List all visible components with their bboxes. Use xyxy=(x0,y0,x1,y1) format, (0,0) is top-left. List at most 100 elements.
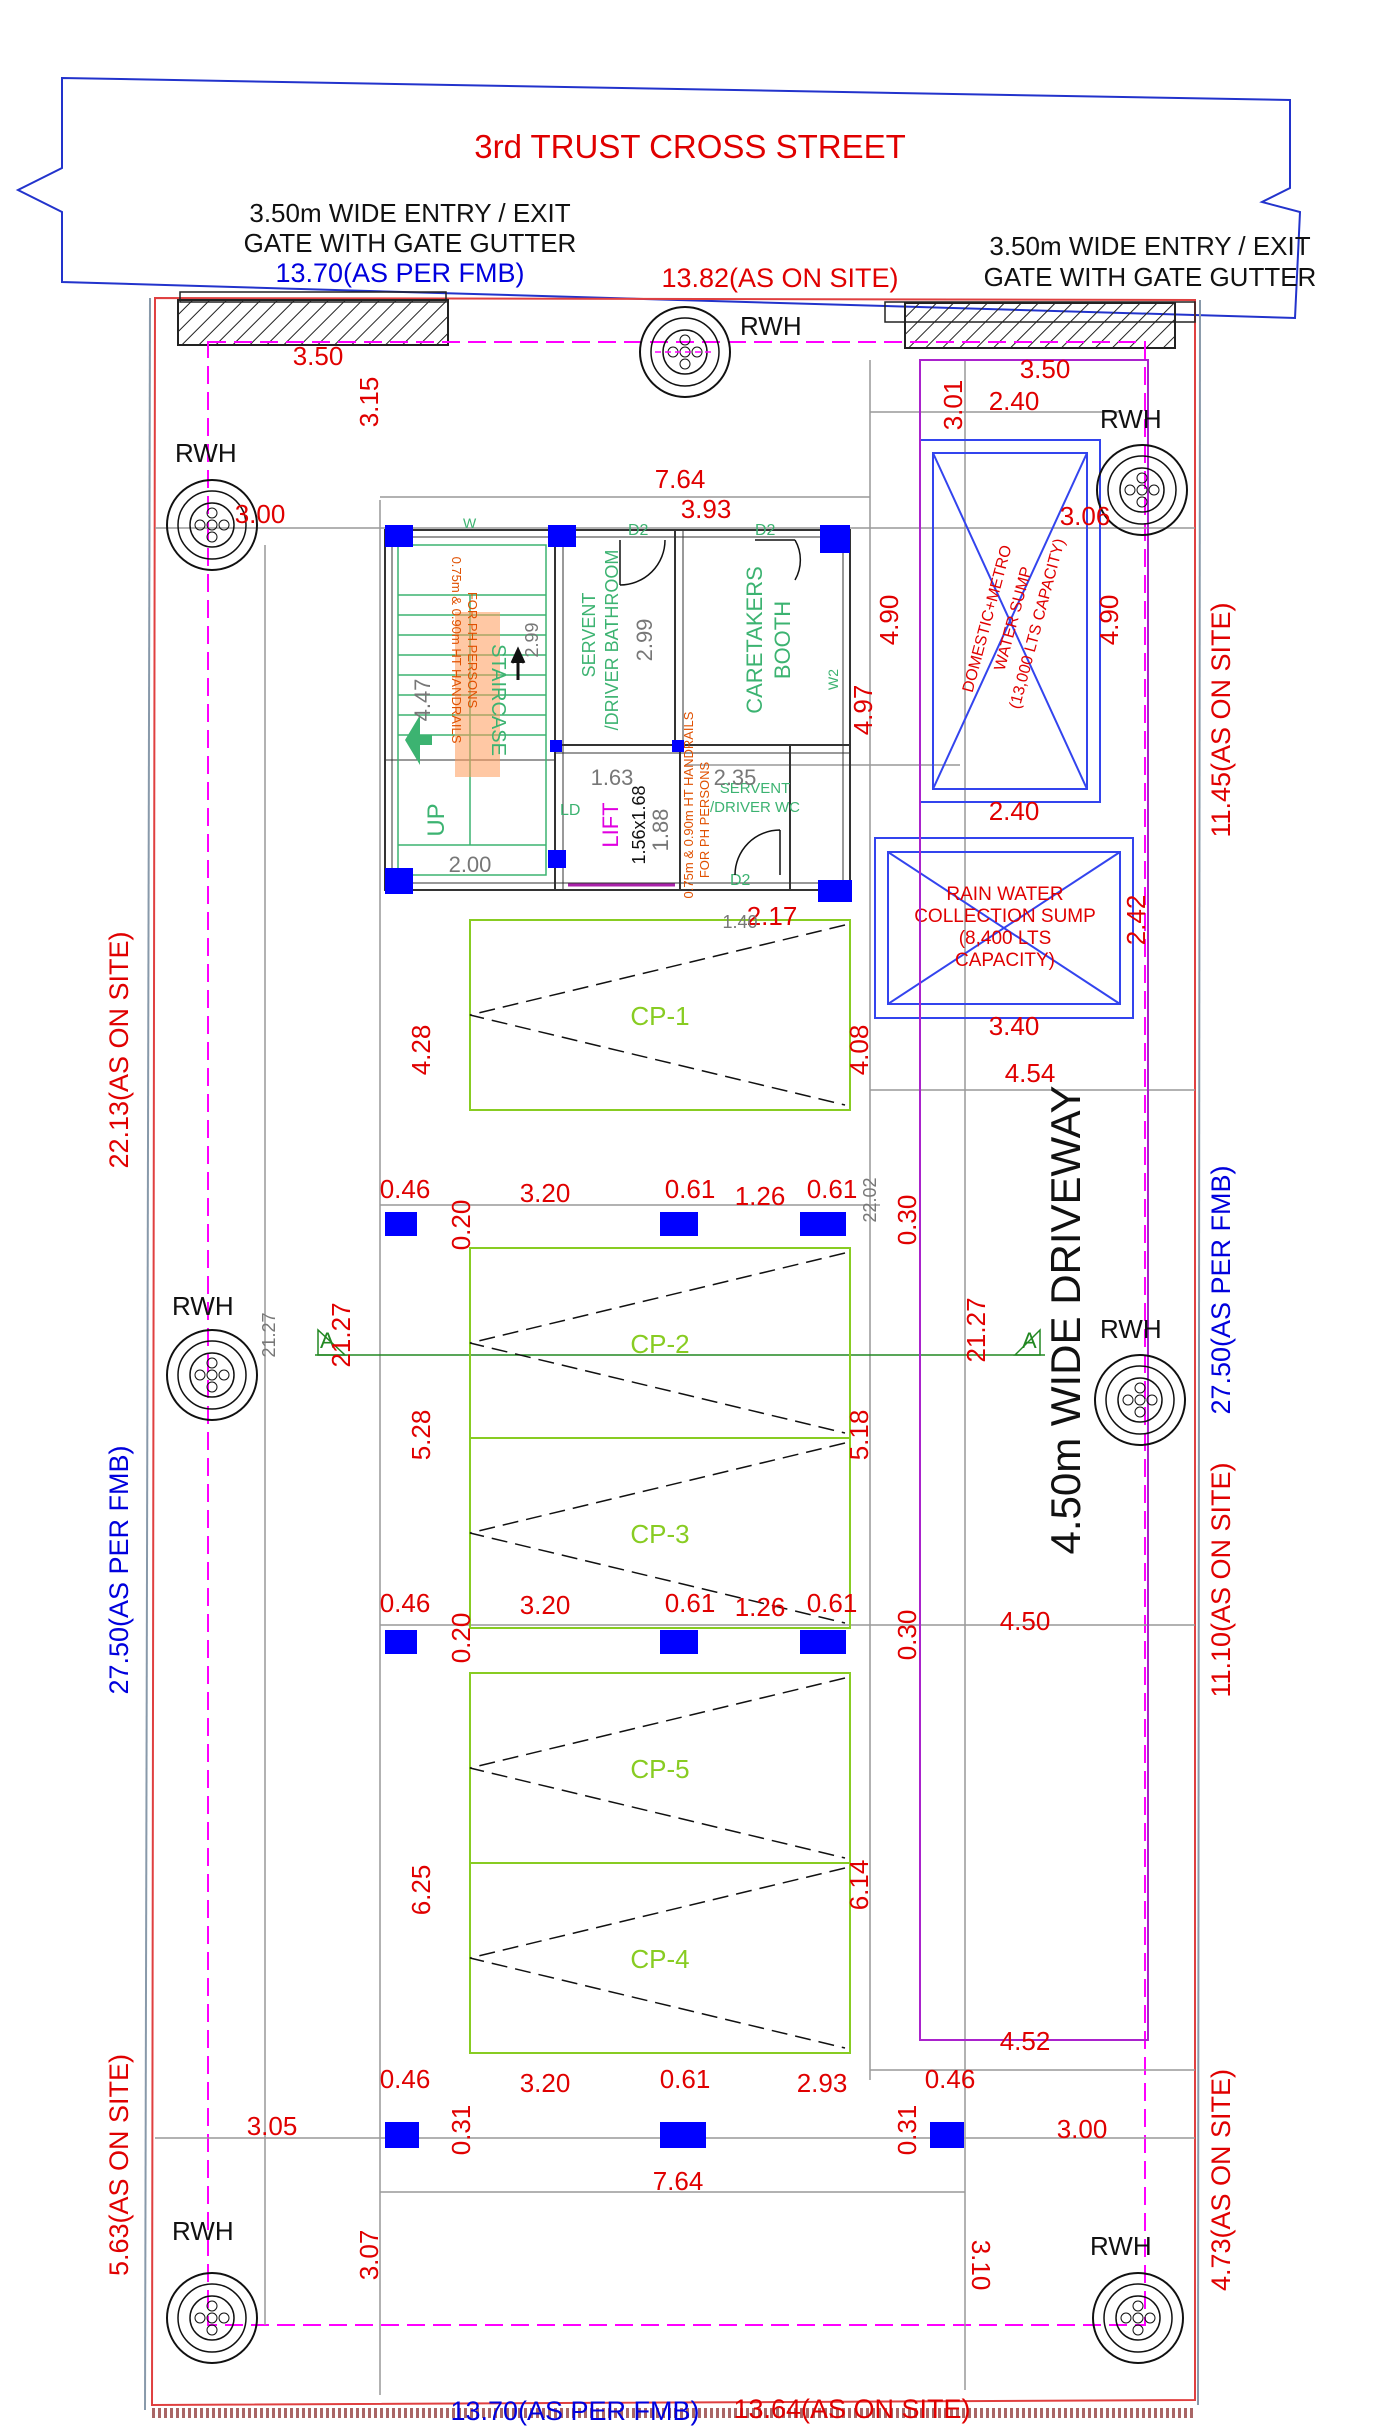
dim-label: 4.08 xyxy=(844,1025,874,1076)
dim-label: 6.25 xyxy=(406,1865,436,1916)
dimensions: 3.50 3.50 3.15 3.01 2.40 7.64 3.93 3.00 … xyxy=(235,341,1151,2290)
dim-label: 4.52 xyxy=(1000,2026,1051,2056)
columns xyxy=(385,525,964,2148)
handrail-note-box xyxy=(455,612,500,777)
door-d2-3: D2 xyxy=(730,872,751,889)
dim-label: 22.02 xyxy=(860,1177,880,1222)
caretaker-label-1: CARETAKERS xyxy=(742,566,767,714)
servant-wc-label-1: SERVENT xyxy=(720,780,791,797)
wc-handrail-note-2: FOR PH PERSONS xyxy=(697,762,712,879)
rwh-pit xyxy=(166,479,258,571)
parking-labels: CP-1 CP-2 CP-3 CP-5 CP-4 xyxy=(630,1001,689,1974)
right-gate-label-2: GATE WITH GATE GUTTER xyxy=(984,262,1317,292)
door-w2: W2 xyxy=(825,669,841,690)
dim-label: 7.64 xyxy=(653,2166,704,2196)
dim-label: 2.99 xyxy=(632,619,657,662)
servant-bath-label-2: /DRIVER BATHROOM xyxy=(602,550,622,731)
dim-label: 2.99 xyxy=(522,622,542,657)
staircase-arrow xyxy=(510,646,526,680)
dim-label: 3.15 xyxy=(354,377,384,428)
dim-label: 0.46 xyxy=(380,1174,431,1204)
rwh-label: RWH xyxy=(172,1291,234,1321)
dim-label: 2.40 xyxy=(989,796,1040,826)
dim-label: 4.90 xyxy=(1094,595,1124,646)
dim-label: 2.00 xyxy=(449,852,492,877)
dim-label: 4.90 xyxy=(874,595,904,646)
rwh-pit xyxy=(166,1329,258,1421)
dim-label: 3.10 xyxy=(966,2240,996,2291)
dim-label: 2.93 xyxy=(797,2068,848,2098)
rwh-pit xyxy=(1092,2272,1184,2364)
dim-label: 0.61 xyxy=(665,1174,716,1204)
servant-bath-label-1: SERVENT xyxy=(579,593,599,678)
dim-label: 7.64 xyxy=(655,464,706,494)
section-line: A A xyxy=(315,1328,1045,1356)
dim-label: 2.40 xyxy=(989,386,1040,416)
dim-label: 1.26 xyxy=(735,1181,786,1211)
right-gate xyxy=(904,302,1176,349)
dim-label: 21.27 xyxy=(326,1302,356,1367)
dim-label: 4.28 xyxy=(406,1025,436,1076)
boundary-labels: 13.70(AS PER FMB) 13.82(AS ON SITE) 13.7… xyxy=(104,258,1236,2426)
staircase-handrail-note-2: FOR PH PERSONS xyxy=(465,592,480,709)
rwh-label: RWH xyxy=(1090,2231,1152,2261)
dim-label: 0.46 xyxy=(380,2064,431,2094)
parking-cp-5: CP-5 xyxy=(630,1754,689,1784)
dim-label: 5.18 xyxy=(844,1410,874,1461)
dim-label: 0.46 xyxy=(925,2064,976,2094)
dim-label: 3.07 xyxy=(354,2230,384,2281)
setback-line xyxy=(207,341,1146,2326)
dim-label: 3.40 xyxy=(989,1011,1040,1041)
dim-label: 0.30 xyxy=(892,1195,922,1246)
dim-label: 0.31 xyxy=(446,2105,476,2156)
dim-label: 3.05 xyxy=(247,2111,298,2141)
dim-label: 0.61 xyxy=(665,1588,716,1618)
dim-label: 3.00 xyxy=(235,499,286,529)
dim-label: 3.01 xyxy=(938,380,968,431)
parking-diagonals xyxy=(469,924,846,2049)
reference-lines xyxy=(155,360,1195,2395)
right-site-upper: 11.45(AS ON SITE) xyxy=(1206,602,1236,837)
domestic-sump-label: DOMESTIC+METRO WATER SUMP (13,000 LTS CA… xyxy=(960,537,1069,711)
dim-label: 1.63 xyxy=(591,765,634,790)
up-arrow xyxy=(405,715,432,765)
rwh-pits xyxy=(166,306,1188,2364)
left-gate-label-2: GATE WITH GATE GUTTER xyxy=(244,228,577,258)
gray-dimensions: 4.47 2.99 2.99 1.63 2.35 1.88 2.00 1.40 … xyxy=(259,619,880,1358)
door-w: W xyxy=(463,515,477,531)
dim-label: 3.50 xyxy=(1020,354,1071,384)
rain-sump-label-2: COLLECTION SUMP xyxy=(914,906,1096,927)
room-labels: SERVENT /DRIVER BATHROOM CARETAKERS BOOT… xyxy=(463,515,841,889)
gates xyxy=(177,291,1196,349)
driveway-label: 4.50m WIDE DRIVEWAY xyxy=(1042,1085,1089,1554)
gate-labels: 3.50m WIDE ENTRY / EXIT GATE WITH GATE G… xyxy=(244,198,1317,292)
rain-sump-label-4: CAPACITY) xyxy=(955,950,1055,971)
dim-label: 4.47 xyxy=(410,679,435,722)
dim-label: 0.61 xyxy=(660,2064,711,2094)
street: 3rd TRUST CROSS STREET xyxy=(15,76,1302,320)
rwh-pit xyxy=(639,306,731,398)
dim-label: 3.20 xyxy=(520,1590,571,1620)
wc-handrail-note-1: 0.75m & 0.90m HT HANDRAILS xyxy=(681,711,696,898)
front-site-dimension: 13.82(AS ON SITE) xyxy=(661,263,898,293)
parking-cp-2: CP-2 xyxy=(630,1329,689,1359)
parking-cp-4: CP-4 xyxy=(630,1944,689,1974)
dim-label: 0.20 xyxy=(446,1200,476,1251)
left-site-lower: 5.63(AS ON SITE) xyxy=(104,2054,134,2276)
rwh-label: RWH xyxy=(175,438,237,468)
rwh-pit xyxy=(166,2272,258,2364)
left-gate xyxy=(177,299,449,346)
dim-label: 0.46 xyxy=(380,1588,431,1618)
rwh-label: RWH xyxy=(740,311,802,341)
parking-cp-1: CP-1 xyxy=(630,1001,689,1031)
dim-label: 1.88 xyxy=(648,809,673,852)
dim-label: 0.31 xyxy=(892,2105,922,2156)
staircase-label: STAIRCASE xyxy=(487,644,509,756)
dim-label: 4.54 xyxy=(1005,1058,1056,1088)
parking-bays xyxy=(469,919,851,2054)
dim-label: 3.20 xyxy=(520,1178,571,1208)
dim-label: 0.30 xyxy=(892,1610,922,1661)
right-site-lower: 4.73(AS ON SITE) xyxy=(1206,2069,1236,2291)
left-fmb: 27.50(AS PER FMB) xyxy=(104,1445,134,1694)
